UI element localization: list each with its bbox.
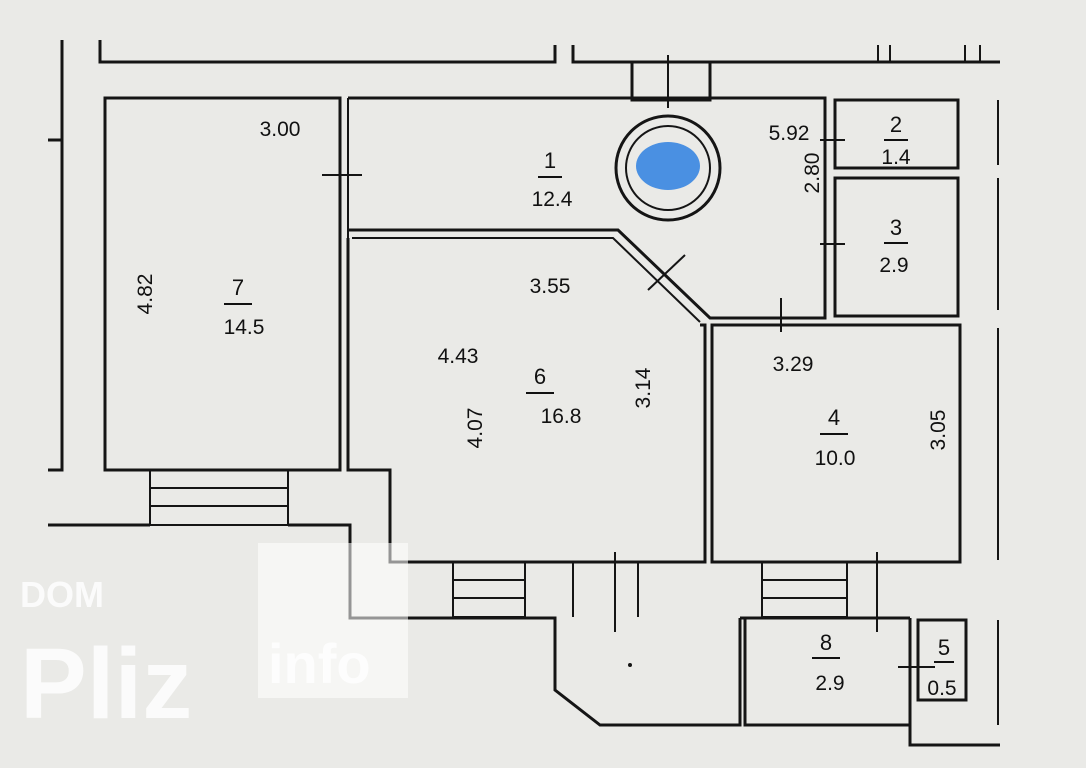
dimension-label: 4.07 — [464, 408, 487, 449]
dimension-label: 4.43 — [438, 345, 479, 368]
room-number: 5 — [938, 635, 950, 660]
watermark-line3: info — [268, 632, 371, 695]
room-number: 4 — [828, 405, 840, 430]
room-4-label: 4 10.0 — [815, 405, 856, 470]
room-5-label: 5 0.5 — [927, 635, 956, 700]
room-area: 10.0 — [815, 447, 856, 470]
column — [614, 114, 722, 222]
dimension-label: 3.29 — [773, 353, 814, 376]
room-area: 12.4 — [532, 188, 573, 211]
room-7-label: 7 14.5 — [224, 275, 265, 339]
watermark: DOM Pliz info — [20, 543, 408, 740]
room-8-label: 8 2.9 — [812, 630, 845, 695]
room-area: 16.8 — [541, 405, 582, 428]
room-2-label: 2 1.4 — [881, 112, 911, 169]
blue-dot-marker-icon — [636, 142, 700, 190]
dimension-label: 5.92 — [769, 122, 810, 145]
room-6-label: 6 16.8 — [526, 364, 581, 428]
dimension-label: 4.82 — [134, 274, 157, 315]
window-block-right — [761, 561, 848, 618]
dimension-label: 3.55 — [530, 275, 571, 298]
watermark-line1: DOM — [20, 574, 104, 615]
dimension-label: 3.00 — [260, 118, 301, 141]
room-number: 2 — [890, 112, 902, 137]
dimension-label: 3.05 — [927, 410, 950, 451]
room-area: 0.5 — [927, 677, 956, 700]
room-number: 6 — [534, 364, 546, 389]
room-number: 1 — [544, 148, 556, 173]
room-area: 14.5 — [224, 316, 265, 339]
watermark-line2: Pliz — [20, 628, 192, 740]
apartment-walls — [103, 55, 968, 727]
room-number: 8 — [820, 630, 832, 655]
outer-walls — [48, 40, 1000, 747]
window-block-left — [149, 469, 289, 526]
room-area: 1.4 — [881, 146, 911, 169]
dimension-label: 3.14 — [632, 367, 655, 408]
room-number: 3 — [890, 215, 902, 240]
room-number: 7 — [232, 275, 244, 300]
room-1-label: 1 12.4 — [532, 148, 573, 211]
room-area: 2.9 — [815, 672, 844, 695]
window-block-middle — [452, 561, 639, 618]
room-area: 2.9 — [879, 254, 908, 277]
room-3-label: 3 2.9 — [879, 215, 908, 277]
dimension-label: 2.80 — [801, 153, 824, 194]
